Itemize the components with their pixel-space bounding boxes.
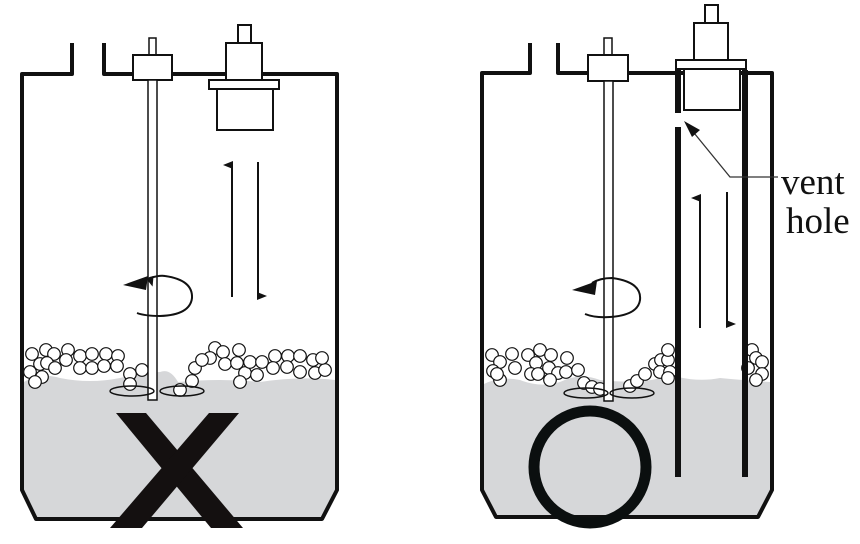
right-tank: vent hole [480, 4, 850, 529]
right-liquid [484, 376, 770, 516]
left-level-sensor [208, 24, 280, 131]
foam-ball [560, 351, 574, 365]
foam-ball [85, 347, 99, 361]
left-paddle [159, 385, 205, 397]
foam-ball [293, 349, 307, 363]
foam-ball [661, 343, 675, 357]
foam-ball [123, 377, 137, 391]
foam-ball [47, 347, 61, 361]
still-pipe [675, 70, 748, 477]
vent-label: vent [781, 162, 845, 203]
foam-ball [110, 359, 124, 373]
vent-hole-pointer [689, 127, 778, 178]
left-tank-wall [20, 43, 339, 521]
foam-ball [185, 374, 199, 388]
foam-ball [73, 361, 87, 375]
right-agitator-stem [603, 37, 613, 56]
foam-ball [195, 353, 209, 367]
foam-ball [544, 348, 558, 362]
left-foam-balls [23, 341, 332, 397]
right-tank-wall [480, 43, 774, 519]
foam-ball [293, 365, 307, 379]
foam-ball [318, 363, 332, 377]
left-paddle [109, 385, 155, 397]
foam-ball [531, 367, 545, 381]
hole-label: hole [786, 201, 850, 242]
foam-ball [85, 361, 99, 375]
foam-ball [661, 371, 675, 385]
foam-ball [638, 367, 652, 381]
rotation-arrowhead [123, 276, 148, 290]
o-mark-icon [528, 405, 652, 529]
x-mark-icon [110, 413, 243, 528]
foam-ball [48, 361, 62, 375]
right-rotation-arrow [584, 276, 642, 319]
right-agitator-shaft [603, 80, 614, 402]
foam-ball [268, 349, 282, 363]
foam-ball [255, 355, 269, 369]
foam-ball [99, 347, 113, 361]
right-level-sensor [675, 4, 747, 111]
right-foam-balls [485, 343, 769, 396]
rotation-arrowhead [572, 281, 597, 295]
foam-ball [250, 368, 264, 382]
foam-ball [28, 375, 42, 389]
right-paddle [563, 387, 609, 399]
foam-ball [25, 347, 39, 361]
foam-ball [571, 363, 585, 377]
foam-ball [59, 353, 73, 367]
foam-ball [280, 360, 294, 374]
foam-ball [490, 367, 504, 381]
left-rotation-arrow [136, 274, 194, 318]
foam-ball [315, 351, 329, 365]
foam-ball [216, 345, 230, 359]
foam-ball [73, 349, 87, 363]
foam-ball [135, 363, 149, 377]
foam-ball [233, 375, 247, 389]
left-agitator-hub [132, 54, 173, 81]
left-liquid [24, 371, 335, 518]
left-tank [20, 24, 339, 528]
foam-ball [543, 373, 557, 387]
vent-hole-arrowhead [684, 121, 700, 137]
foam-ball [749, 373, 763, 387]
left-agitator-stem [148, 37, 157, 56]
foam-ball [559, 365, 573, 379]
foam-ball [232, 343, 246, 357]
foam-ball [243, 355, 257, 369]
foam-ball [266, 361, 280, 375]
foam-ball [97, 359, 111, 373]
foam-ball [508, 361, 522, 375]
foam-ball [218, 357, 232, 371]
left-agitator-shaft [147, 79, 158, 401]
foam-ball [505, 347, 519, 361]
right-paddle [609, 387, 655, 399]
right-agitator-hub [587, 54, 629, 82]
foam-ball [755, 355, 769, 369]
